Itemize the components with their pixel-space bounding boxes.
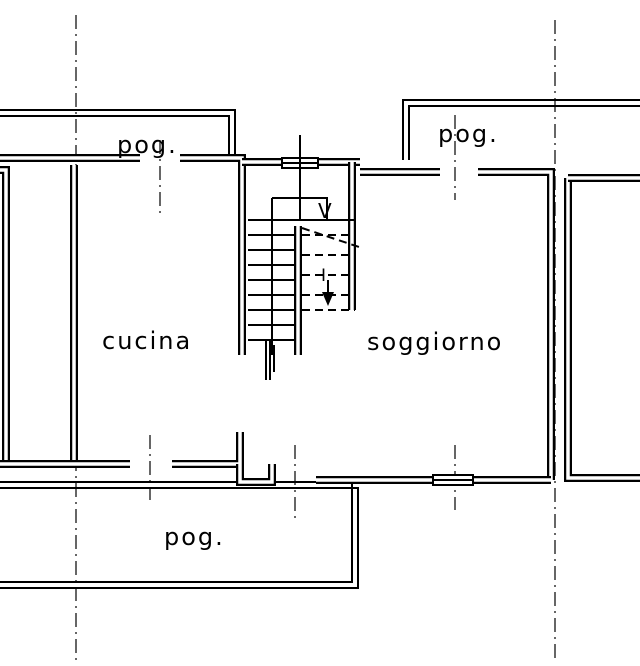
stair-mark-upper: V xyxy=(318,199,334,223)
stair-mark-lower: I xyxy=(321,266,328,286)
room-label-balcony-top-right: pog. xyxy=(438,120,499,148)
walls xyxy=(0,154,640,486)
room-label-balcony-bottom: pog. xyxy=(164,523,225,551)
room-label-kitchen: cucina xyxy=(102,327,192,355)
balcony-outlines xyxy=(0,99,640,589)
room-label-living-room: soggiorno xyxy=(367,328,503,356)
windows xyxy=(281,157,474,486)
staircase: V I xyxy=(248,135,363,380)
room-label-balcony-top-left: pog. xyxy=(117,131,178,159)
